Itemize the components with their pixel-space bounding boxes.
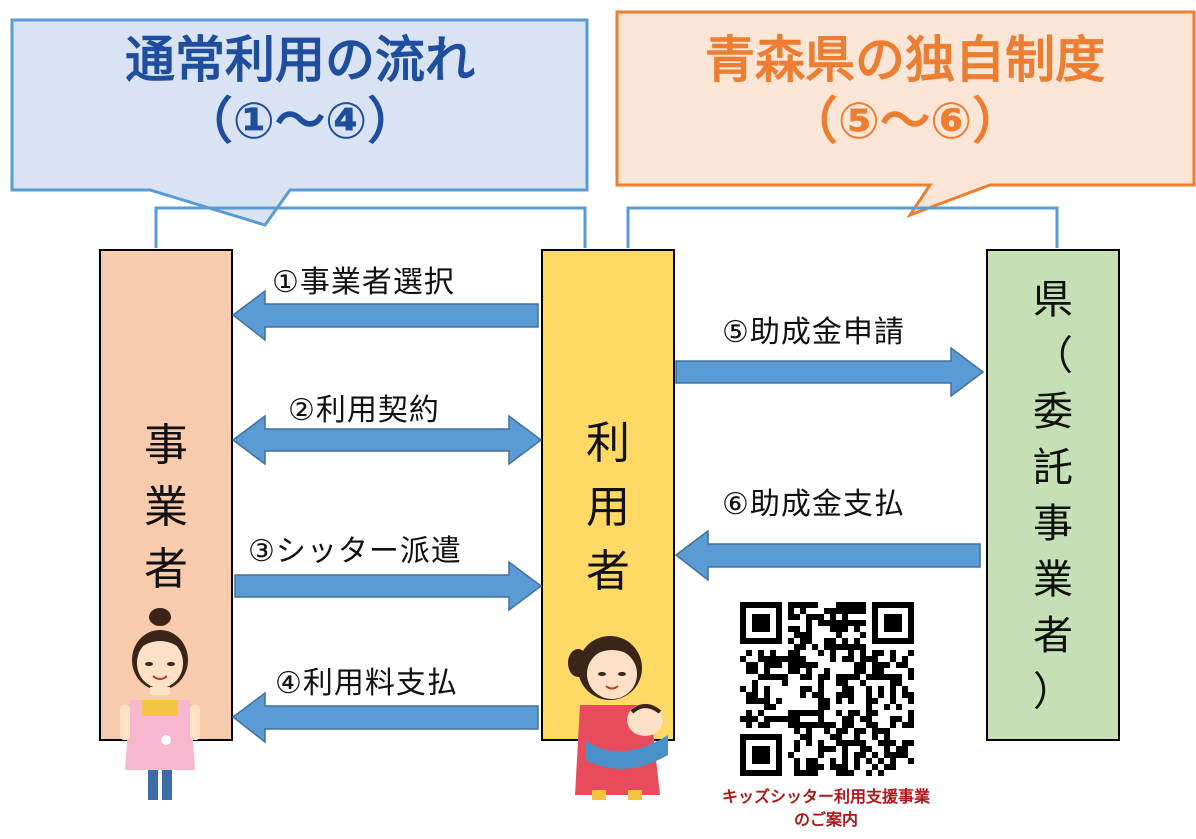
prefecture-char-3: 委 xyxy=(1033,389,1073,435)
right-callout-title: 青森県の独自制度 （⑤～⑥） xyxy=(625,30,1185,152)
user-char-2: 用 xyxy=(586,482,630,533)
provider-char-2: 業 xyxy=(144,482,188,533)
left-bracket xyxy=(154,206,587,248)
left-callout-title: 通常利用の流れ （①～④） xyxy=(20,30,580,152)
right-callout-bubble xyxy=(615,10,1196,219)
user-label: 利 用 者 xyxy=(542,412,674,604)
arrow-step3 xyxy=(234,560,543,612)
prefecture-char-1: 県 xyxy=(1033,277,1073,323)
prefecture-char-5: 事 xyxy=(1033,501,1073,547)
prefecture-char-2: （ xyxy=(1033,333,1073,379)
flow-label-step3: ③シッター派遣 xyxy=(248,534,462,569)
right-callout-line2: （⑤～⑥） xyxy=(787,92,1023,150)
flow-label-step1: ①事業者選択 xyxy=(272,265,455,300)
qr-caption: キッズシッター利用支援事業 のご案内 xyxy=(700,785,952,831)
prefecture-label: 県 （ 委 託 事 業 者 ） xyxy=(987,272,1119,720)
nanny-illustration xyxy=(120,608,200,800)
flow-label-step4: ④利用料支払 xyxy=(275,666,458,701)
qr-caption-line2: のご案内 xyxy=(793,810,858,830)
prefecture-char-6: 業 xyxy=(1033,557,1073,603)
user-char-3: 者 xyxy=(586,546,630,597)
arrow-step6 xyxy=(674,529,981,582)
user-char-1: 利 xyxy=(586,418,630,469)
provider-label: 事 業 者 xyxy=(100,415,232,601)
flow-label-step6: ⑥助成金支払 xyxy=(722,487,905,522)
right-bracket xyxy=(626,206,1059,248)
prefecture-char-8: ） xyxy=(1033,669,1073,715)
right-callout-line1: 青森県の独自制度 xyxy=(705,31,1105,89)
qr-code[interactable] xyxy=(738,600,914,776)
prefecture-char-4: 託 xyxy=(1033,445,1073,491)
arrow-step4 xyxy=(231,691,539,744)
left-callout-line1: 通常利用の流れ xyxy=(125,31,475,89)
arrow-step1 xyxy=(231,289,539,342)
arrow-step2 xyxy=(231,414,543,466)
flow-label-step2: ②利用契約 xyxy=(288,393,440,428)
left-callout-line2: （①～④） xyxy=(182,92,418,150)
prefecture-char-7: 者 xyxy=(1033,613,1073,659)
prefecture-box xyxy=(986,249,1120,741)
qr-caption-line1: キッズシッター利用支援事業 xyxy=(721,787,930,806)
arrow-step5 xyxy=(675,346,985,398)
provider-char-1: 事 xyxy=(144,420,188,471)
flow-label-step5: ⑤助成金申請 xyxy=(722,315,905,350)
provider-char-3: 者 xyxy=(144,544,188,595)
mother-baby-illustration xyxy=(568,636,668,800)
